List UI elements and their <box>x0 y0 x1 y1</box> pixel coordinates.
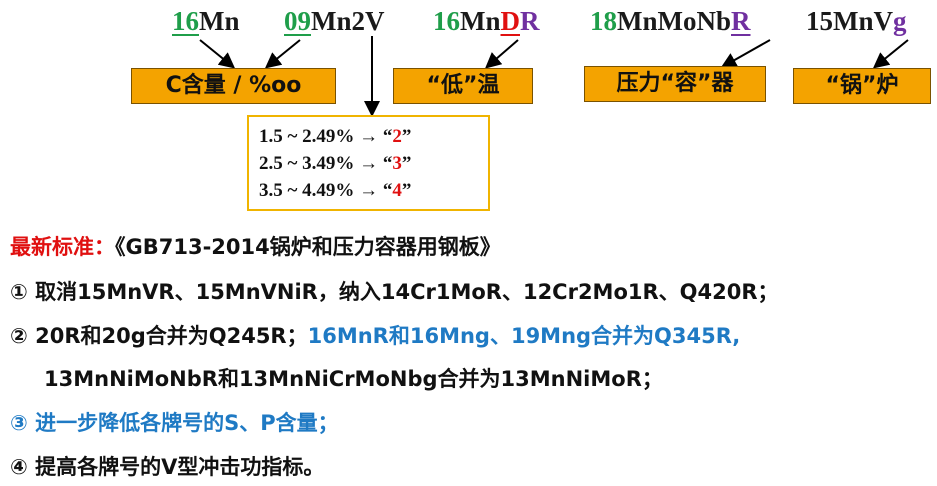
grade-18mnmonbr: 18MnMoNbR <box>590 6 751 36</box>
point-3: ③ 进一步降低各牌号的S、P含量； <box>10 411 339 435</box>
point-2-highlight: 16MnR和16Mng、19Mng合并为Q345R, <box>307 324 741 348</box>
label-carbon-content: C含量 / %oo <box>131 68 336 104</box>
carbon-range-box: 1.5 ~ 2.49% → “2” 2.5 ~ 3.49% → “3” 3.5 … <box>247 115 490 211</box>
range-row: 3.5 ~ 4.49% → “4” <box>259 180 412 201</box>
grade-16mn: 16Mn <box>172 6 240 36</box>
range-row: 1.5 ~ 2.49% → “2” <box>259 126 412 147</box>
point-2: ② 20R和20g合并为Q245R；16MnR和16Mng、19Mng合并为Q3… <box>10 324 741 348</box>
standard-heading: 最新标准 <box>10 235 94 259</box>
grade-15mnvg: 15MnVg <box>806 6 907 36</box>
arrow-09mn2v <box>264 39 301 69</box>
grade-09mn2v: 09Mn2V <box>284 6 385 36</box>
arrow-16mn <box>199 39 236 69</box>
standard-title: 《GB713-2014锅炉和压力容器用钢板》 <box>115 235 501 259</box>
label-low-temp: “低”温 <box>393 68 533 104</box>
grade-18mnmonbr-r: R <box>731 6 751 36</box>
grade-16mndr-d: D <box>500 6 521 36</box>
grade-16mndr: 16MnDR <box>433 6 540 36</box>
label-boiler: “锅”炉 <box>793 68 931 104</box>
point-2-continued: 13MnNiMoNbR和13MnNiCrMoNbg合并为13MnNiMoR； <box>44 367 663 391</box>
point-1: ① 取消15MnVR、15MnVNiR，纳入14Cr1MoR、12Cr2Mo1R… <box>10 280 779 304</box>
grade-16mn-carbon: 16 <box>172 6 199 36</box>
arrow-low-temp <box>484 39 519 69</box>
arrow-boiler <box>872 39 909 69</box>
standard-line: 最新标准：《GB713-2014锅炉和压力容器用钢板》 <box>10 235 501 259</box>
point-4: ④ 提高各牌号的V型冲击功指标。 <box>10 455 325 479</box>
grade-09mn2v-carbon: 09 <box>284 6 311 36</box>
label-pressure-vessel: 压力“容”器 <box>584 66 766 102</box>
range-row: 2.5 ~ 3.49% → “3” <box>259 153 412 174</box>
arrow-pressure <box>720 39 771 68</box>
grade-15mnvg-g: g <box>893 6 907 36</box>
